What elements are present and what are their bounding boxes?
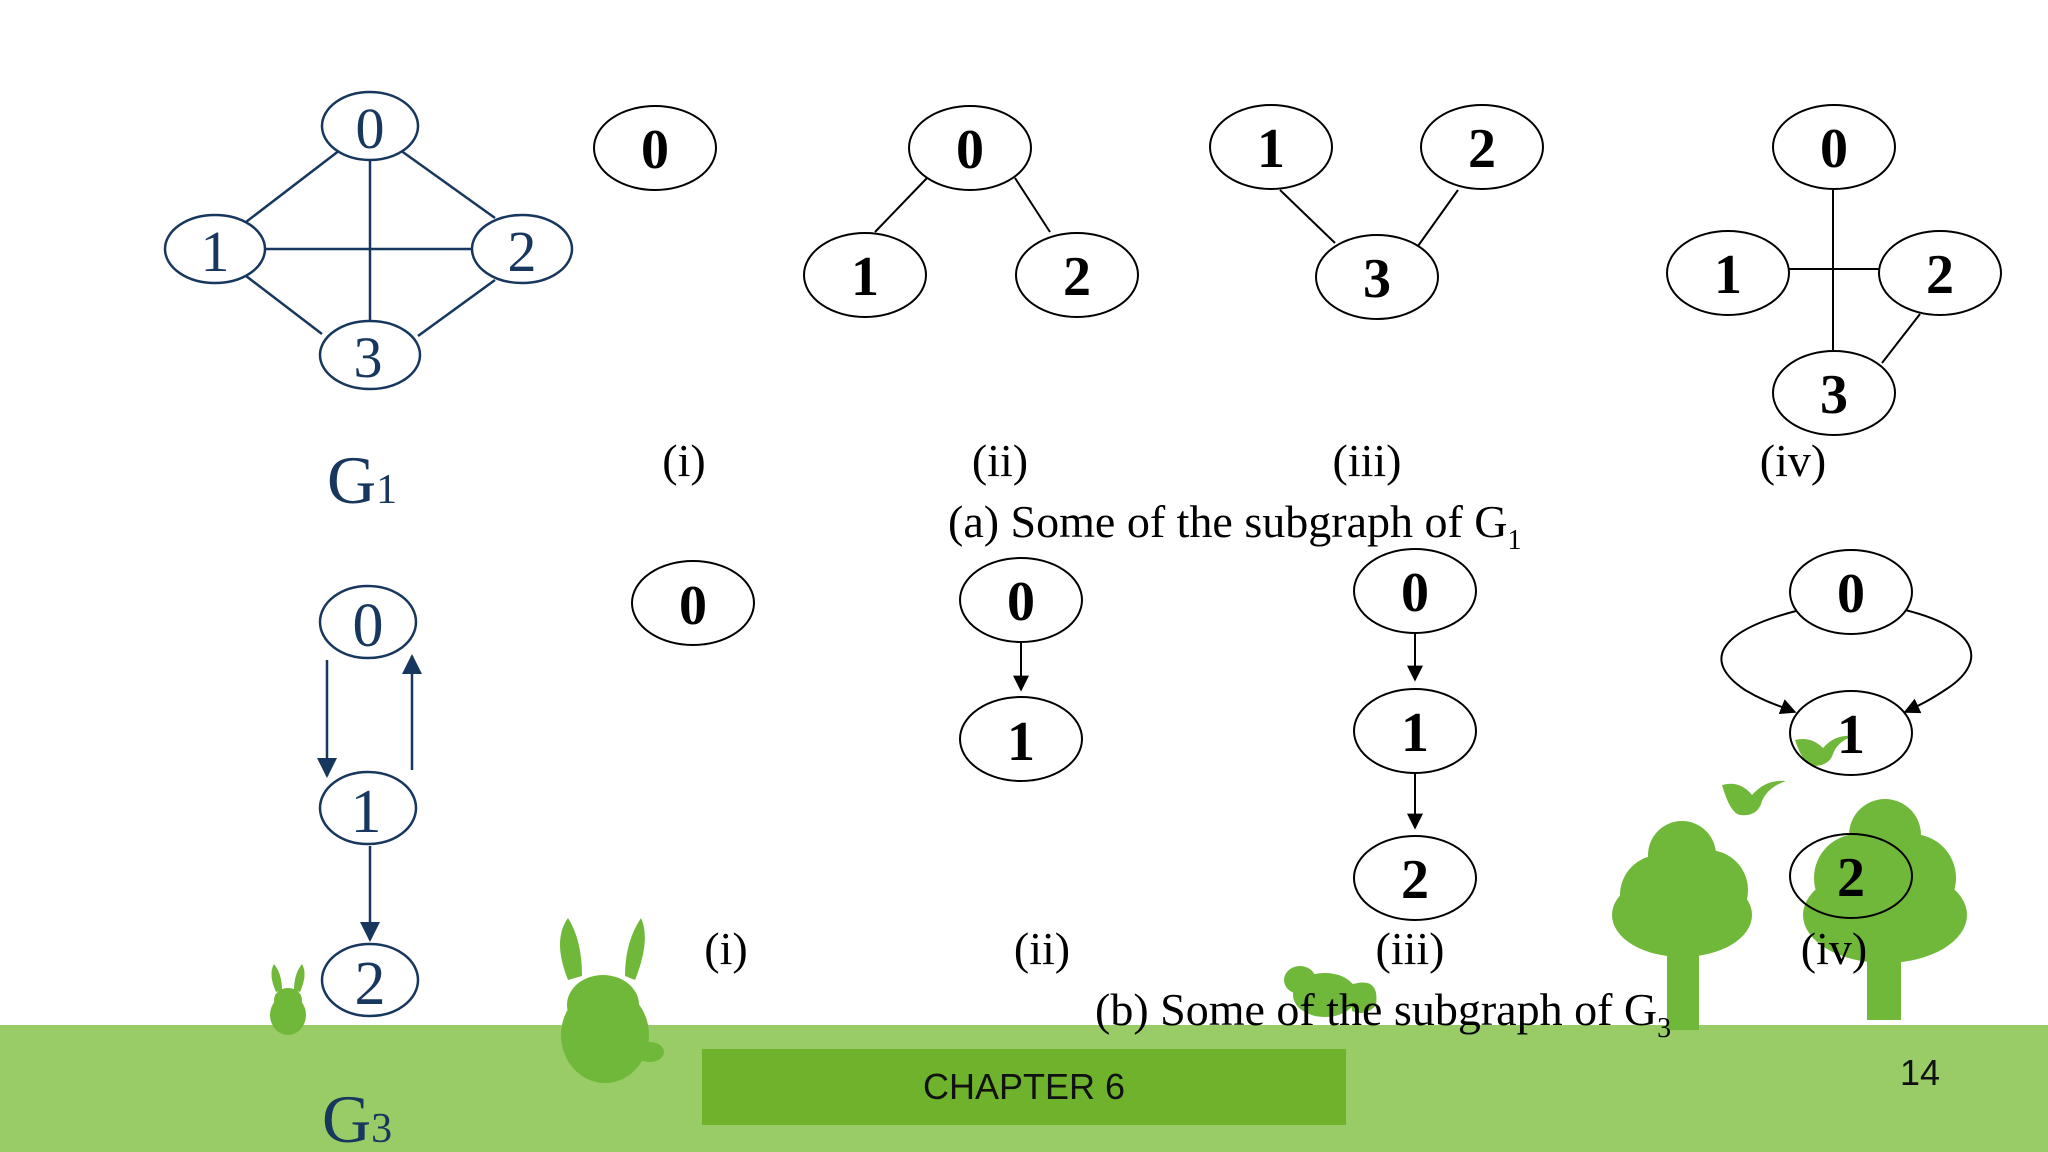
g1-node-0 bbox=[320, 90, 420, 162]
g1-sub-iv-label-0: 0 bbox=[1820, 118, 1848, 180]
g3-sub-iv-node-2 bbox=[1789, 833, 1913, 919]
squirrel-icon bbox=[1284, 966, 1377, 1017]
g1-sub-iv-node-0 bbox=[1772, 104, 1896, 190]
tree-icon bbox=[1803, 799, 1967, 1020]
g1-sub-iii-node-1 bbox=[1209, 104, 1333, 190]
g3-sub-ii-node-0 bbox=[959, 557, 1083, 643]
g1-node-1-label: 1 bbox=[201, 219, 230, 284]
g3-sub-i-caption: (i) bbox=[704, 923, 747, 974]
edge-2-3 bbox=[417, 278, 496, 338]
g1-sub-ii-node-2 bbox=[1015, 232, 1139, 318]
g3-sub-iv-caption: (iv) bbox=[1801, 923, 1867, 974]
g1-node-2-label: 2 bbox=[508, 219, 537, 284]
graph-g1 bbox=[163, 90, 574, 391]
g1-sub-iv-caption: (iv) bbox=[1760, 435, 1826, 486]
graph-g3 bbox=[317, 584, 422, 1018]
g3-sub-ii-node-1 bbox=[959, 696, 1083, 782]
g1-sub-iii-node-3 bbox=[1315, 234, 1439, 320]
g3-node-2-label: 2 bbox=[355, 950, 386, 1018]
g3-sub-iii-node-0 bbox=[1353, 548, 1477, 634]
g3-sub-iii-label-2: 2 bbox=[1401, 849, 1429, 911]
g1-sub-ii-node-1 bbox=[803, 232, 927, 318]
g1-sub-iii-caption: (iii) bbox=[1333, 435, 1402, 486]
g1-node-3 bbox=[318, 319, 422, 391]
g1-sub-ii-label-1: 1 bbox=[851, 246, 879, 308]
g1-sub-ii-label-0: 0 bbox=[956, 119, 984, 181]
g3-sub-iii-caption: (iii) bbox=[1376, 923, 1445, 974]
g3-node-2 bbox=[320, 942, 420, 1018]
caption-a: (a) Some of the subgraph of G1 bbox=[948, 496, 1522, 556]
g1-sub-iv-edge-2-3 bbox=[1881, 313, 1921, 364]
g1-sub-ii-caption: (ii) bbox=[972, 435, 1028, 486]
g1-node-3-label: 3 bbox=[354, 325, 383, 390]
g3-sub-iv-edge-0-1-right bbox=[1903, 609, 1973, 714]
page-number: 14 bbox=[1899, 1052, 1941, 1093]
g1-sub-i-node-0 bbox=[593, 105, 717, 191]
g3-sub-i-node-0 bbox=[631, 560, 755, 646]
g3-title: G3 bbox=[322, 1081, 392, 1152]
g3-sub-iii-node-1 bbox=[1353, 688, 1477, 774]
g3-sub-iv-label-2: 2 bbox=[1837, 847, 1865, 909]
g1-sub-ii-label-2: 2 bbox=[1063, 246, 1091, 308]
g1-sub-iv-node-3 bbox=[1772, 350, 1896, 436]
edge-0-1 bbox=[245, 149, 341, 223]
g1-sub-iii-edge-2-3 bbox=[1417, 189, 1459, 247]
g3-node-0-label: 0 bbox=[353, 592, 384, 660]
g1-subgraphs bbox=[593, 104, 2002, 436]
g1-node-0-label: 0 bbox=[356, 96, 385, 161]
g1-sub-ii-edge-0-1 bbox=[874, 177, 928, 233]
g3-sub-iii-label-1: 1 bbox=[1401, 702, 1429, 764]
g3-sub-ii-label-0: 0 bbox=[1007, 571, 1035, 633]
g3-node-0 bbox=[318, 584, 418, 660]
g3-sub-ii-caption: (ii) bbox=[1014, 923, 1070, 974]
g3-sub-ii-label-1: 1 bbox=[1007, 711, 1035, 773]
bird-icon bbox=[1722, 735, 1853, 816]
g1-sub-iv-label-1: 1 bbox=[1714, 244, 1742, 306]
g1-sub-iii-node-2 bbox=[1420, 104, 1544, 190]
g3-node-1 bbox=[318, 770, 418, 846]
g3-sub-iii-node-2 bbox=[1353, 835, 1477, 921]
g1-title: G1 bbox=[327, 442, 397, 518]
rabbit-icon bbox=[270, 964, 306, 1035]
g1-sub-iv-node-2 bbox=[1878, 230, 2002, 316]
g1-sub-i-caption: (i) bbox=[662, 435, 705, 486]
g1-sub-iv-node-1 bbox=[1666, 230, 1790, 316]
g1-sub-iii-label-3: 3 bbox=[1363, 248, 1391, 310]
g1-sub-i-label-0: 0 bbox=[641, 119, 669, 181]
rabbit-icon bbox=[560, 918, 664, 1083]
g3-node-1-label: 1 bbox=[351, 778, 382, 846]
g1-node-2 bbox=[470, 213, 574, 285]
g1-sub-iii-label-1: 1 bbox=[1257, 118, 1285, 180]
tree-icon bbox=[1612, 821, 1752, 1030]
g3-sub-iv-label-1: 1 bbox=[1837, 704, 1865, 766]
chapter-label: CHAPTER 6 bbox=[922, 1066, 1126, 1107]
g1-sub-ii-node-0 bbox=[908, 105, 1032, 191]
g1-node-1 bbox=[163, 213, 267, 285]
g1-sub-iii-edge-1-3 bbox=[1279, 189, 1336, 244]
g3-subgraphs bbox=[631, 548, 1973, 921]
g3-sub-iv-node-0 bbox=[1789, 549, 1913, 635]
chapter-banner bbox=[702, 1049, 1346, 1125]
g3-sub-iv-label-0: 0 bbox=[1837, 563, 1865, 625]
edge-1-3 bbox=[245, 275, 323, 335]
g1-sub-iii-label-2: 2 bbox=[1468, 118, 1496, 180]
g1-sub-iv-label-3: 3 bbox=[1820, 364, 1848, 426]
g3-sub-iii-label-0: 0 bbox=[1401, 562, 1429, 624]
g1-sub-iv-label-2: 2 bbox=[1926, 244, 1954, 306]
caption-b: (b) Some of the subgraph of G3 bbox=[1095, 984, 1671, 1044]
g3-sub-iv-node-1 bbox=[1789, 690, 1913, 776]
g3-sub-i-label-0: 0 bbox=[679, 575, 707, 637]
g3-sub-iv-edge-0-1-left bbox=[1720, 609, 1801, 715]
g1-sub-ii-edge-0-2 bbox=[1014, 177, 1051, 233]
edge-0-2 bbox=[399, 148, 496, 220]
